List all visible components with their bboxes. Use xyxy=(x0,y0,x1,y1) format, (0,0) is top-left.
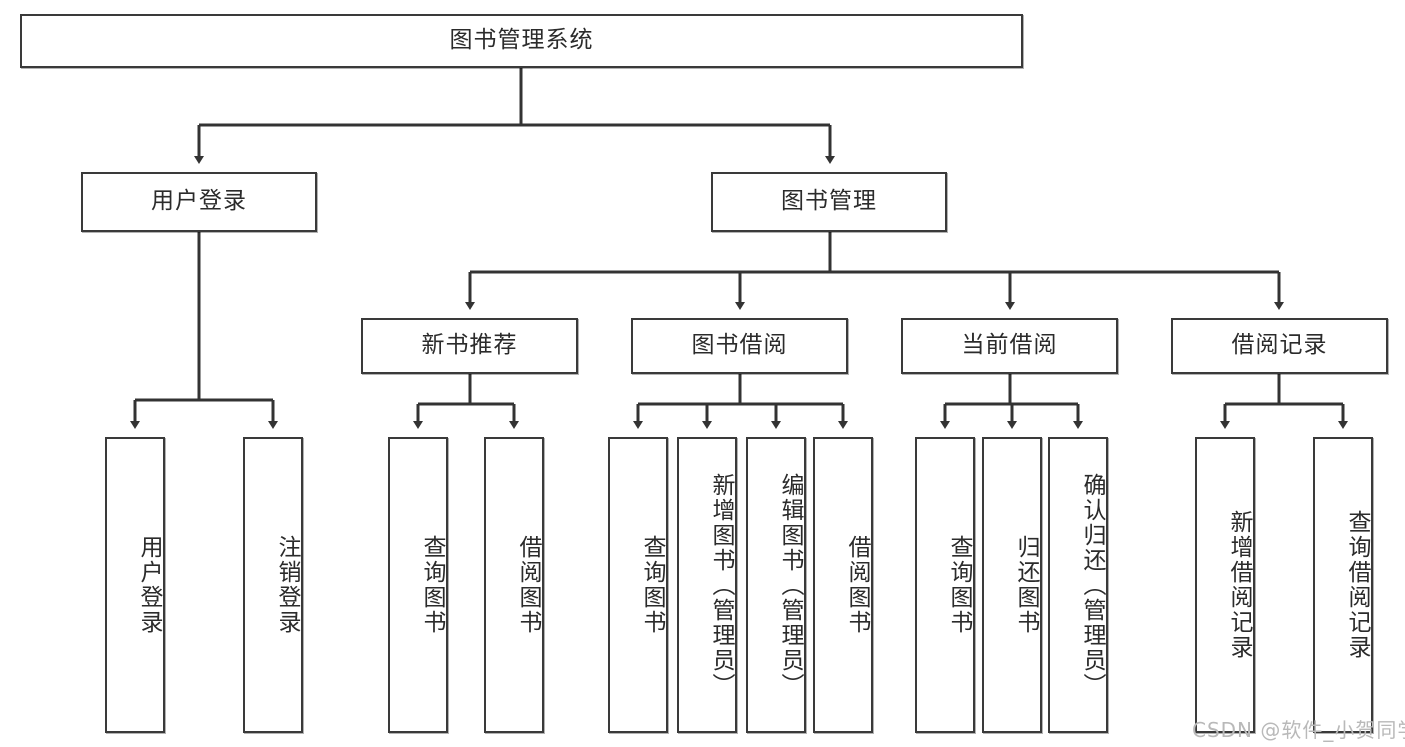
node-current-borrow[interactable]: 当前借阅 xyxy=(901,318,1118,374)
node-leaf-logout[interactable]: 注销登录 xyxy=(243,437,303,733)
node-book-borrow[interactable]: 图书借阅 xyxy=(631,318,848,374)
node-leaf-add-record-label: 新增借阅记录 xyxy=(1226,510,1252,660)
node-leaf-logout-label: 注销登录 xyxy=(274,535,300,635)
node-book-manage[interactable]: 图书管理 xyxy=(711,172,947,232)
node-borrow-record[interactable]: 借阅记录 xyxy=(1171,318,1388,374)
node-leaf-borrow-book-2-label: 借阅图书 xyxy=(844,535,870,635)
node-leaf-query-book-2-label: 查询图书 xyxy=(639,535,665,635)
node-leaf-user-login[interactable]: 用户登录 xyxy=(105,437,165,733)
node-leaf-edit-book-label: 编辑图书（管理员） xyxy=(777,472,803,698)
node-user-login-label: 用户登录 xyxy=(151,188,247,215)
node-new-book-rec[interactable]: 新书推荐 xyxy=(361,318,578,374)
node-user-login[interactable]: 用户登录 xyxy=(81,172,317,232)
node-root[interactable]: 图书管理系统 xyxy=(20,14,1023,68)
node-leaf-confirm-return-label: 确认归还（管理员） xyxy=(1079,472,1105,698)
node-leaf-query-book-1[interactable]: 查询图书 xyxy=(388,437,448,733)
node-borrow-record-label: 借阅记录 xyxy=(1231,332,1328,359)
node-leaf-query-book-2[interactable]: 查询图书 xyxy=(608,437,668,733)
node-leaf-add-book[interactable]: 新增图书（管理员） xyxy=(677,437,737,733)
node-leaf-add-record[interactable]: 新增借阅记录 xyxy=(1195,437,1255,733)
node-leaf-user-login-label: 用户登录 xyxy=(136,535,162,635)
node-leaf-borrow-book-2[interactable]: 借阅图书 xyxy=(813,437,873,733)
node-leaf-query-book-3[interactable]: 查询图书 xyxy=(915,437,975,733)
node-current-borrow-label: 当前借阅 xyxy=(961,332,1058,359)
node-root-label: 图书管理系统 xyxy=(449,27,594,54)
node-leaf-borrow-book-1[interactable]: 借阅图书 xyxy=(484,437,544,733)
node-new-book-rec-label: 新书推荐 xyxy=(421,332,518,359)
node-leaf-add-book-label: 新增图书（管理员） xyxy=(708,472,734,698)
node-leaf-query-record[interactable]: 查询借阅记录 xyxy=(1313,437,1373,733)
node-book-manage-label: 图书管理 xyxy=(781,188,877,215)
node-leaf-query-record-label: 查询借阅记录 xyxy=(1344,510,1370,660)
node-leaf-confirm-return[interactable]: 确认归还（管理员） xyxy=(1048,437,1108,733)
node-leaf-return-book[interactable]: 归还图书 xyxy=(982,437,1042,733)
node-leaf-borrow-book-1-label: 借阅图书 xyxy=(515,535,541,635)
node-leaf-edit-book[interactable]: 编辑图书（管理员） xyxy=(746,437,806,733)
node-book-borrow-label: 图书借阅 xyxy=(691,332,788,359)
node-leaf-return-book-label: 归还图书 xyxy=(1013,535,1039,635)
node-leaf-query-book-1-label: 查询图书 xyxy=(419,535,445,635)
node-leaf-query-book-3-label: 查询图书 xyxy=(946,535,972,635)
csdn-watermark: CSDN @软件_小贺同学 xyxy=(1192,718,1405,742)
